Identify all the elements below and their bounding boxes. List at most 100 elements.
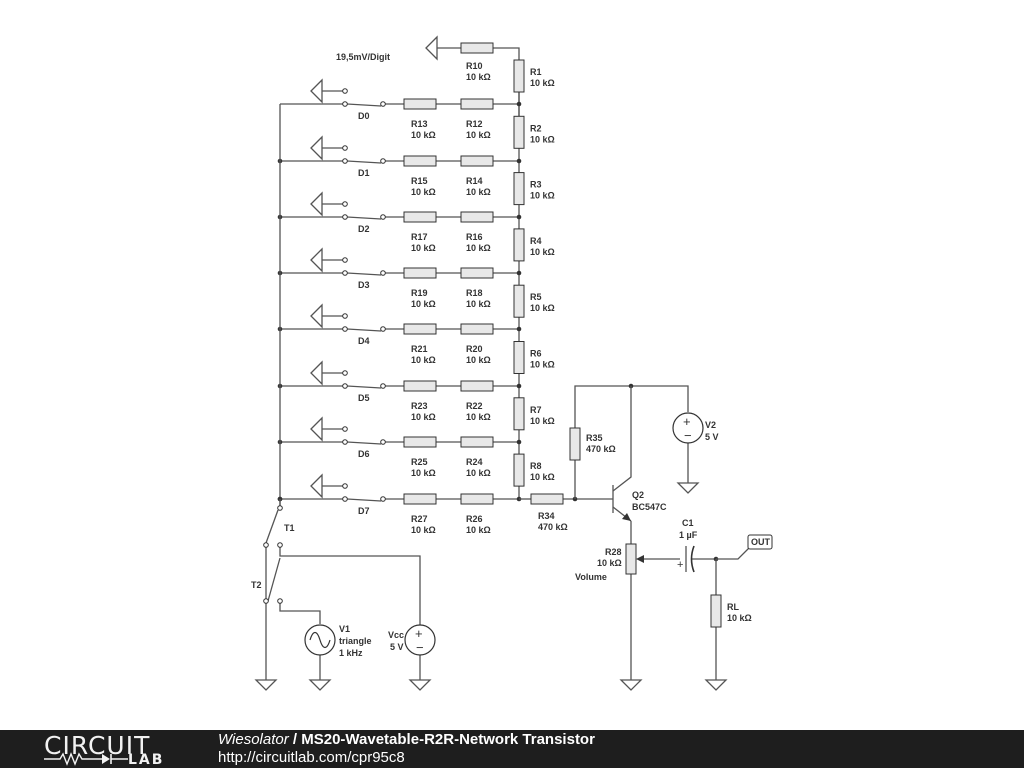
switch-contact [380, 214, 386, 220]
switch-contact [342, 439, 348, 445]
switch-contact [277, 505, 283, 511]
resistor-r10 [460, 42, 494, 54]
resistor-value: 10 kΩ [466, 355, 491, 365]
r28-value: 10 kΩ [597, 558, 622, 568]
switch-label-d2: D2 [358, 224, 370, 234]
ground-icon [408, 679, 432, 691]
wire [346, 385, 382, 389]
resistor-r3 [513, 172, 525, 206]
resistor-label: R2 [530, 123, 542, 133]
switch-contact [380, 270, 386, 276]
switch-label-t1: T1 [284, 523, 295, 533]
wire [346, 103, 382, 107]
resistor-label: R15 [411, 176, 428, 186]
c1-name: C1 [682, 518, 694, 528]
resistor-r20 [460, 323, 494, 335]
resistor-label: R19 [411, 288, 428, 298]
switch-contact [342, 145, 348, 151]
resistor-r8 [513, 453, 525, 487]
v1-name: V1 [339, 624, 350, 634]
resistor-value: 470 kΩ [538, 522, 568, 532]
resistor-label: R8 [530, 461, 542, 471]
junction-dot [516, 158, 522, 164]
resistor-value: 10 kΩ [727, 613, 752, 623]
vcc-name: Vcc [388, 630, 404, 640]
switch-contact [277, 598, 283, 604]
footer-bar: CIRCUIT LAB Wiesolator / MS20-Wavetable-… [0, 730, 1024, 768]
wires [265, 47, 751, 680]
switch-contact [342, 88, 348, 94]
resistor-label: R10 [466, 61, 483, 71]
resistor-value: 10 kΩ [411, 412, 436, 422]
wire [279, 547, 421, 625]
resistor-r26 [460, 493, 494, 505]
resistor-value: 10 kΩ [530, 472, 555, 482]
emitter-arrow-icon [622, 513, 631, 521]
r28-name: R28 [605, 547, 622, 557]
resistor-r18 [460, 267, 494, 279]
v2-name: V2 [705, 420, 716, 430]
minus-sign: − [684, 428, 692, 443]
junction-dot [516, 214, 522, 220]
author-link[interactable]: Wiesolator [218, 731, 289, 748]
resistor-r6 [513, 341, 525, 374]
circuitlab-logo-subtext: LAB [128, 752, 165, 768]
scale-label: 19,5mV/Digit [336, 52, 390, 62]
wire [716, 546, 751, 560]
resistor-value: 10 kΩ [530, 78, 555, 88]
resistor-label: R35 [586, 433, 603, 443]
resistor-value: 10 kΩ [530, 134, 555, 144]
circuit-url[interactable]: http://circuitlab.com/cpr95c8 [218, 749, 405, 766]
switch-contact [342, 101, 348, 107]
switch-contact [342, 313, 348, 319]
switch-label-d5: D5 [358, 393, 370, 403]
resistor-r7 [513, 397, 525, 431]
junction-dot [516, 383, 522, 389]
resistor-label: R14 [466, 176, 483, 186]
switch-contact [342, 370, 348, 376]
resistor-value: 10 kΩ [411, 299, 436, 309]
resistor-r2 [513, 115, 525, 149]
resistor-value: 10 kΩ [466, 72, 491, 82]
junction-dot [516, 326, 522, 332]
resistor-value: 10 kΩ [466, 130, 491, 140]
voltage-rail-icon [310, 473, 323, 499]
wire [612, 386, 632, 492]
switch-label-d4: D4 [358, 336, 370, 346]
resistor-r21 [403, 323, 437, 335]
r28-label: Volume [575, 572, 607, 582]
switch-contact [342, 158, 348, 164]
resistor-label: R5 [530, 292, 542, 302]
junction-dot [516, 439, 522, 445]
switch-contact [277, 542, 283, 548]
wire [279, 603, 321, 624]
wire [493, 47, 520, 60]
ground-icon [619, 679, 643, 691]
out-label: OUT [751, 537, 771, 547]
resistor-r16 [460, 211, 494, 223]
resistor-r19 [403, 267, 437, 279]
switch-label-d7: D7 [358, 506, 370, 516]
resistor-value: 10 kΩ [466, 525, 491, 535]
switch-contact [342, 496, 348, 502]
resistor-value: 10 kΩ [466, 412, 491, 422]
resistor-value: 10 kΩ [411, 355, 436, 365]
resistor-r27 [403, 493, 437, 505]
resistor-r24 [460, 436, 494, 448]
output-port-icon [747, 534, 773, 550]
wire [346, 272, 382, 276]
wire [346, 216, 382, 220]
v2-value: 5 V [705, 432, 719, 442]
switch-label-d0: D0 [358, 111, 370, 121]
potentiometer-r28 [625, 543, 637, 575]
v1-frequency: 1 kHz [339, 648, 363, 658]
resistor-label: R22 [466, 401, 483, 411]
resistor-r5 [513, 284, 525, 318]
title-separator: / [288, 731, 302, 748]
switch-contact [263, 542, 269, 548]
junction-dot [516, 101, 522, 107]
resistor-value: 10 kΩ [466, 243, 491, 253]
voltage-rail-icon [310, 191, 323, 217]
resistor-value: 10 kΩ [411, 525, 436, 535]
